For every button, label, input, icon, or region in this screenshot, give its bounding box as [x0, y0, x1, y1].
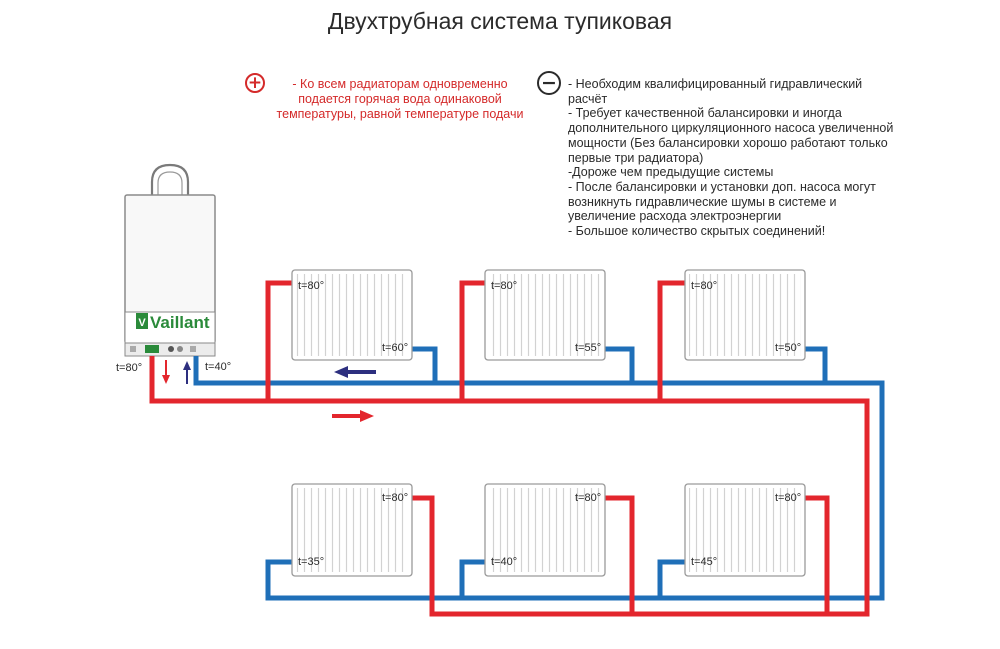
radiator-inlet-temp: t=80° — [775, 492, 801, 504]
pros-list: - Ко всем радиаторам одновременно подает… — [270, 77, 530, 122]
radiator-icon — [484, 269, 606, 361]
boiler-return-temp: t=40° — [205, 361, 231, 373]
cons-item: - После балансировки и установки доп. на… — [568, 179, 876, 224]
flow-arrow-icon — [332, 410, 374, 422]
boiler-brand: Vaillant — [150, 313, 210, 332]
radiator-inlet-temp: t=80° — [491, 280, 517, 292]
minus-circle-icon: − — [537, 71, 561, 95]
pros-item: - Ко всем радиаторам одновременно подает… — [276, 77, 524, 121]
radiator-outlet-temp: t=60° — [382, 342, 408, 354]
supply-pipes — [149, 280, 870, 617]
radiator-outlet-temp: t=45° — [691, 556, 717, 568]
radiator-icon — [684, 269, 806, 361]
flow-arrow-icon — [183, 361, 191, 384]
return-pipes — [193, 346, 885, 601]
radiator-outlet-temp: t=35° — [298, 556, 324, 568]
radiator-icon — [684, 483, 806, 577]
svg-text:V: V — [138, 317, 146, 329]
boiler-icon: V Vaillant — [124, 163, 216, 357]
cons-item: -Дороже чем предыдущие системы — [568, 165, 774, 180]
cons-item: - Необходим квалифицированный гидравличе… — [568, 77, 863, 106]
radiator-icon — [291, 483, 413, 577]
radiator-inlet-temp: t=80° — [691, 280, 717, 292]
radiator-outlet-temp: t=40° — [491, 556, 517, 568]
radiator-icon — [291, 269, 413, 361]
cons-list: - Необходим квалифицированный гидравличе… — [568, 77, 898, 239]
cons-item: - Большое количество скрытых соединений! — [568, 224, 826, 239]
cons-item: - Требует качественной балансировки и ин… — [568, 106, 894, 165]
radiator-inlet-temp: t=80° — [382, 492, 408, 504]
boiler-supply-temp: t=80° — [116, 362, 142, 374]
flow-arrow-icon — [334, 366, 376, 378]
flow-arrow-icon — [162, 360, 170, 384]
radiator-inlet-temp: t=80° — [575, 492, 601, 504]
plus-circle-icon: + — [245, 73, 265, 93]
page-title: Двухтрубная система тупиковая — [327, 8, 673, 34]
radiator-outlet-temp: t=55° — [575, 342, 601, 354]
radiator-inlet-temp: t=80° — [298, 280, 324, 292]
radiator-outlet-temp: t=50° — [775, 342, 801, 354]
radiator-icon — [484, 483, 606, 577]
